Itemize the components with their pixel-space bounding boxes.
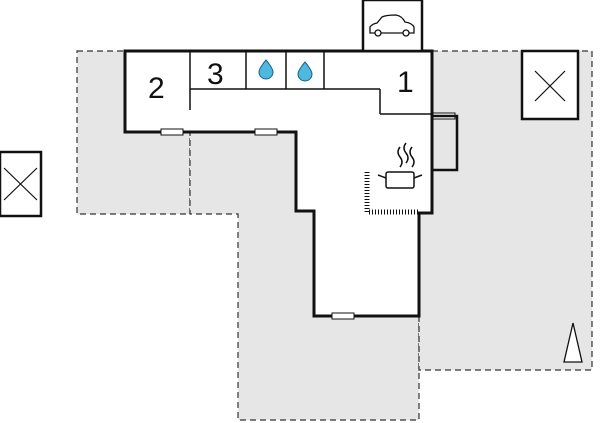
outdoor-areas bbox=[76, 50, 593, 421]
kitchen-counter bbox=[364, 172, 420, 215]
room-number-1: 1 bbox=[397, 66, 414, 99]
window bbox=[331, 312, 355, 320]
crossed-box-icon bbox=[520, 49, 580, 121]
house-outline bbox=[123, 49, 434, 318]
outdoor-area-right bbox=[418, 50, 593, 371]
window bbox=[254, 128, 278, 136]
room-number-3: 3 bbox=[207, 58, 224, 91]
north-arrow-icon bbox=[563, 322, 583, 363]
house-walls bbox=[123, 49, 434, 318]
side-bay bbox=[432, 114, 459, 172]
cooking-pot-icon bbox=[377, 142, 423, 189]
water-drop-icon bbox=[258, 59, 274, 80]
room-number-2: 2 bbox=[148, 72, 165, 105]
window bbox=[160, 128, 184, 136]
car-icon bbox=[369, 14, 415, 37]
water-drop-icon bbox=[297, 61, 313, 82]
crossed-box-icon bbox=[0, 150, 43, 218]
